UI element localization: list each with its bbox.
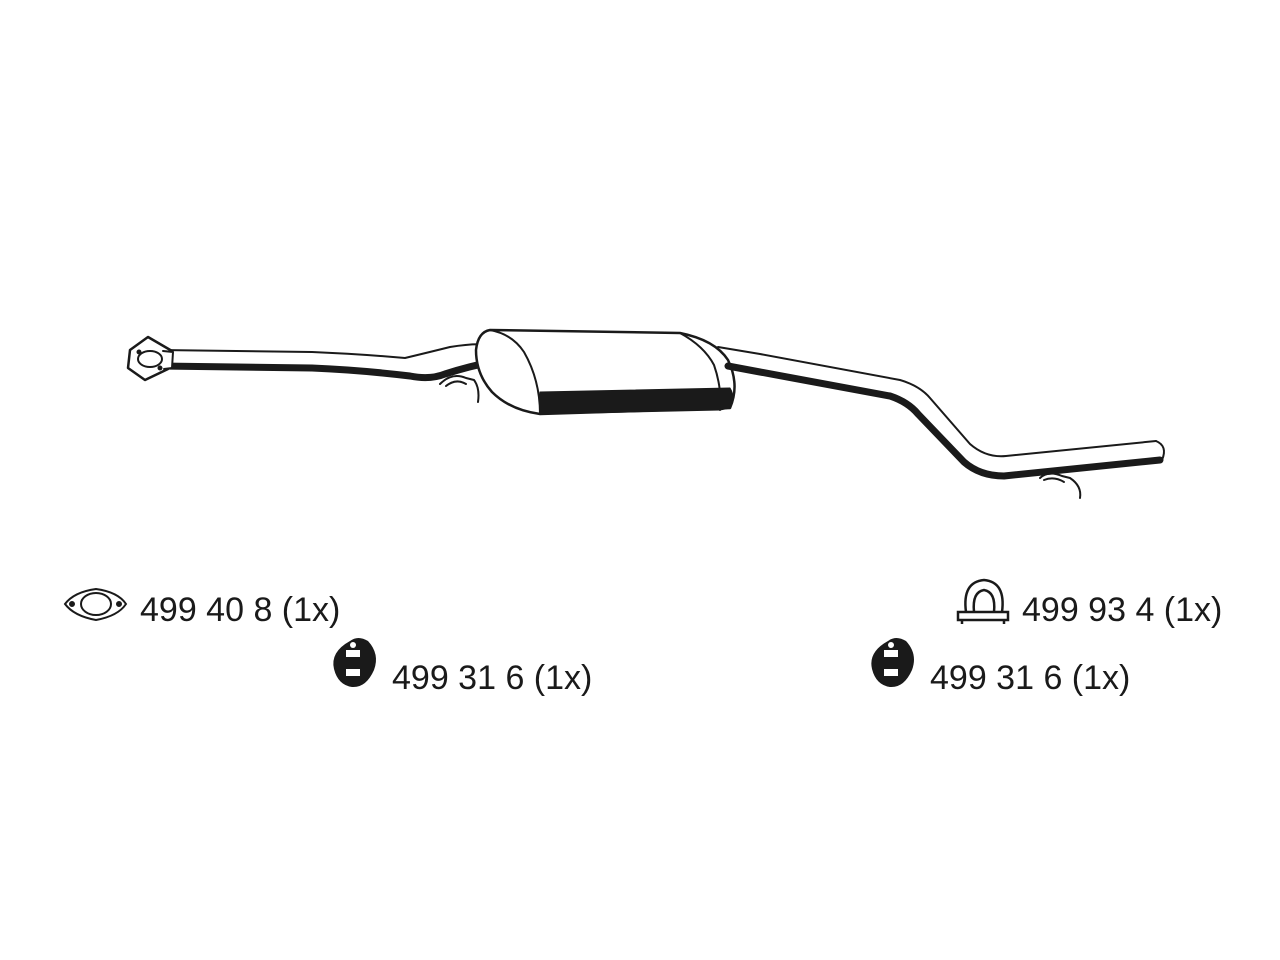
part-label: 499 31 6 (1x) xyxy=(930,659,1130,697)
part-label: 499 31 6 (1x) xyxy=(392,659,592,697)
front-pipe-shadow xyxy=(156,358,496,382)
front-pipe-top xyxy=(159,343,495,359)
front-hanger-bracket xyxy=(439,375,480,403)
rear-pipe-top xyxy=(717,346,1157,458)
pipe-clamp-icon xyxy=(956,578,1010,624)
part-label: 499 40 8 (1x) xyxy=(140,591,340,629)
rubber-hanger-icon xyxy=(333,638,376,688)
part-item-hanger-right: 499 31 6 (1x) xyxy=(871,638,1130,697)
part-item-hanger-left: 499 31 6 (1x) xyxy=(333,638,592,697)
inlet-flange xyxy=(126,335,174,382)
exhaust-assembly xyxy=(126,328,1165,499)
part-item-gasket: 499 40 8 (1x) xyxy=(63,587,340,629)
part-label: 499 93 4 (1x) xyxy=(1022,591,1222,629)
part-item-clamp: 499 93 4 (1x) xyxy=(956,578,1222,629)
tail-pipe-end xyxy=(1155,440,1165,461)
flange-gasket-icon xyxy=(63,587,128,622)
muffler xyxy=(474,328,736,416)
rubber-hanger-icon xyxy=(871,638,914,688)
rear-hanger-bracket xyxy=(1039,472,1082,499)
rear-pipe-shadow xyxy=(724,362,1164,480)
